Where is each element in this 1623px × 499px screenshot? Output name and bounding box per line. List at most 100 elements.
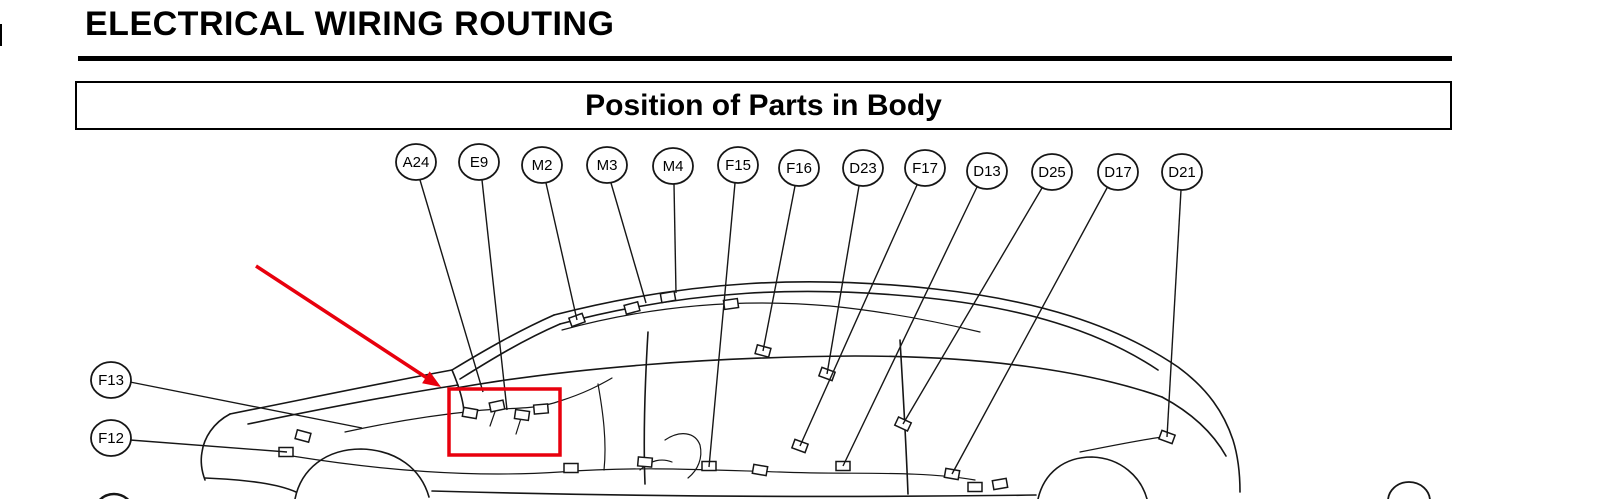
- a-pillar-line: [451, 314, 555, 371]
- front-wheel-arch: [294, 448, 430, 499]
- leader-line: [481, 179, 508, 411]
- connector: [967, 481, 983, 493]
- connector: [513, 408, 531, 422]
- roof-line: [553, 280, 1241, 493]
- hood-inner-line: [247, 384, 459, 425]
- cutoff-callout-circle-right: [1387, 481, 1431, 499]
- callout-label: E9: [470, 154, 488, 171]
- cowl-line: [451, 369, 465, 413]
- connectors: [278, 290, 1177, 493]
- callout-label: F17: [912, 160, 938, 177]
- callout-circle: [395, 143, 437, 181]
- leader-line: [762, 185, 796, 352]
- highlight-arrow-head: [422, 371, 441, 387]
- leader-line: [708, 182, 736, 468]
- connector: [722, 297, 740, 311]
- callout-label: D23: [849, 160, 877, 177]
- connector: [636, 456, 654, 468]
- leader-line: [902, 187, 1043, 425]
- callout-m2: M2: [521, 146, 578, 321]
- connector: [294, 428, 312, 444]
- connector: [488, 399, 506, 413]
- leader-line: [129, 381, 363, 429]
- cutoff-callouts: [98, 481, 1431, 499]
- connector: [532, 403, 550, 415]
- scan-edge-mark: [0, 24, 2, 46]
- callout-f15: F15: [708, 146, 759, 468]
- callout-circle: [521, 146, 563, 184]
- callout-circle: [1097, 153, 1139, 191]
- cowl-harness: [344, 377, 613, 433]
- callout-m3: M3: [586, 146, 647, 304]
- belt-line: [455, 355, 1163, 398]
- callout-f17: F17: [799, 149, 946, 447]
- callout-label: F12: [98, 430, 124, 447]
- callout-circle: [1161, 153, 1203, 191]
- trunk-line: [1161, 396, 1227, 457]
- callout-label: D25: [1038, 164, 1066, 181]
- connector: [623, 300, 641, 316]
- callout-e9: E9: [458, 143, 508, 411]
- callout-label: F13: [98, 372, 124, 389]
- connector: [751, 463, 769, 477]
- connector: [563, 462, 579, 474]
- leader-line: [419, 179, 484, 393]
- callout-circle: [652, 147, 694, 185]
- floor-harness: [291, 455, 976, 481]
- callout-label: M3: [597, 157, 618, 174]
- roof-harness: [561, 302, 981, 333]
- section-title-box: Position of Parts in Body: [75, 81, 1452, 130]
- callout-label: D21: [1168, 164, 1196, 181]
- callout-circle: [458, 143, 500, 181]
- car-body-outline: [200, 280, 1241, 499]
- callout-circle: [586, 146, 628, 184]
- callout-label: D13: [973, 163, 1001, 180]
- callout-circle: [90, 419, 132, 457]
- leader-line: [842, 186, 978, 467]
- front-lower-line: [204, 477, 297, 493]
- cutoff-callout-circle-left: [98, 492, 130, 499]
- callout-circle: [90, 361, 132, 399]
- callout-d21: D21: [1161, 153, 1203, 438]
- page-title: ELECTRICAL WIRING ROUTING: [85, 5, 615, 43]
- front-face-line: [200, 413, 231, 481]
- callout-label: F16: [786, 160, 812, 177]
- callout-circle: [1031, 153, 1073, 191]
- callout-m4: M4: [652, 147, 694, 294]
- a-pillar-inner-line: [459, 323, 561, 380]
- rear-harness-branch: [1079, 436, 1163, 453]
- callout-d17: D17: [951, 153, 1139, 475]
- highlight-box: [447, 387, 562, 457]
- callout-circle: [717, 146, 759, 184]
- callout-d23: D23: [826, 149, 884, 375]
- callout-label: M2: [532, 157, 553, 174]
- leader-line: [826, 185, 860, 375]
- rocker-line: [431, 490, 1037, 498]
- callout-label: M4: [663, 158, 684, 175]
- callout-label: A24: [403, 154, 430, 171]
- leader-line: [1166, 189, 1182, 438]
- leader-line: [129, 439, 288, 453]
- callout-f13: F13: [90, 361, 363, 429]
- callout-f12: F12: [90, 419, 288, 457]
- callout-circle: [904, 149, 946, 187]
- roof-inner-line: [559, 290, 1159, 371]
- callout-label: D17: [1104, 164, 1132, 181]
- c-pillar-line: [899, 339, 909, 495]
- callout-f16: F16: [762, 149, 820, 352]
- callout-d25: D25: [902, 153, 1073, 425]
- callout-label: F15: [725, 157, 751, 174]
- connector: [991, 477, 1009, 491]
- leader-line: [545, 182, 578, 321]
- connector: [461, 406, 479, 420]
- leader-line: [951, 187, 1108, 475]
- interior-detail-line: [639, 459, 673, 471]
- callout-circle: [966, 152, 1008, 190]
- title-underline-rule: [78, 56, 1452, 61]
- callout-a24: A24: [395, 143, 484, 393]
- connector: [659, 290, 677, 304]
- section-title: Position of Parts in Body: [585, 88, 942, 122]
- pillar-harness-drop: [597, 383, 606, 471]
- callout-d13: D13: [842, 152, 1008, 467]
